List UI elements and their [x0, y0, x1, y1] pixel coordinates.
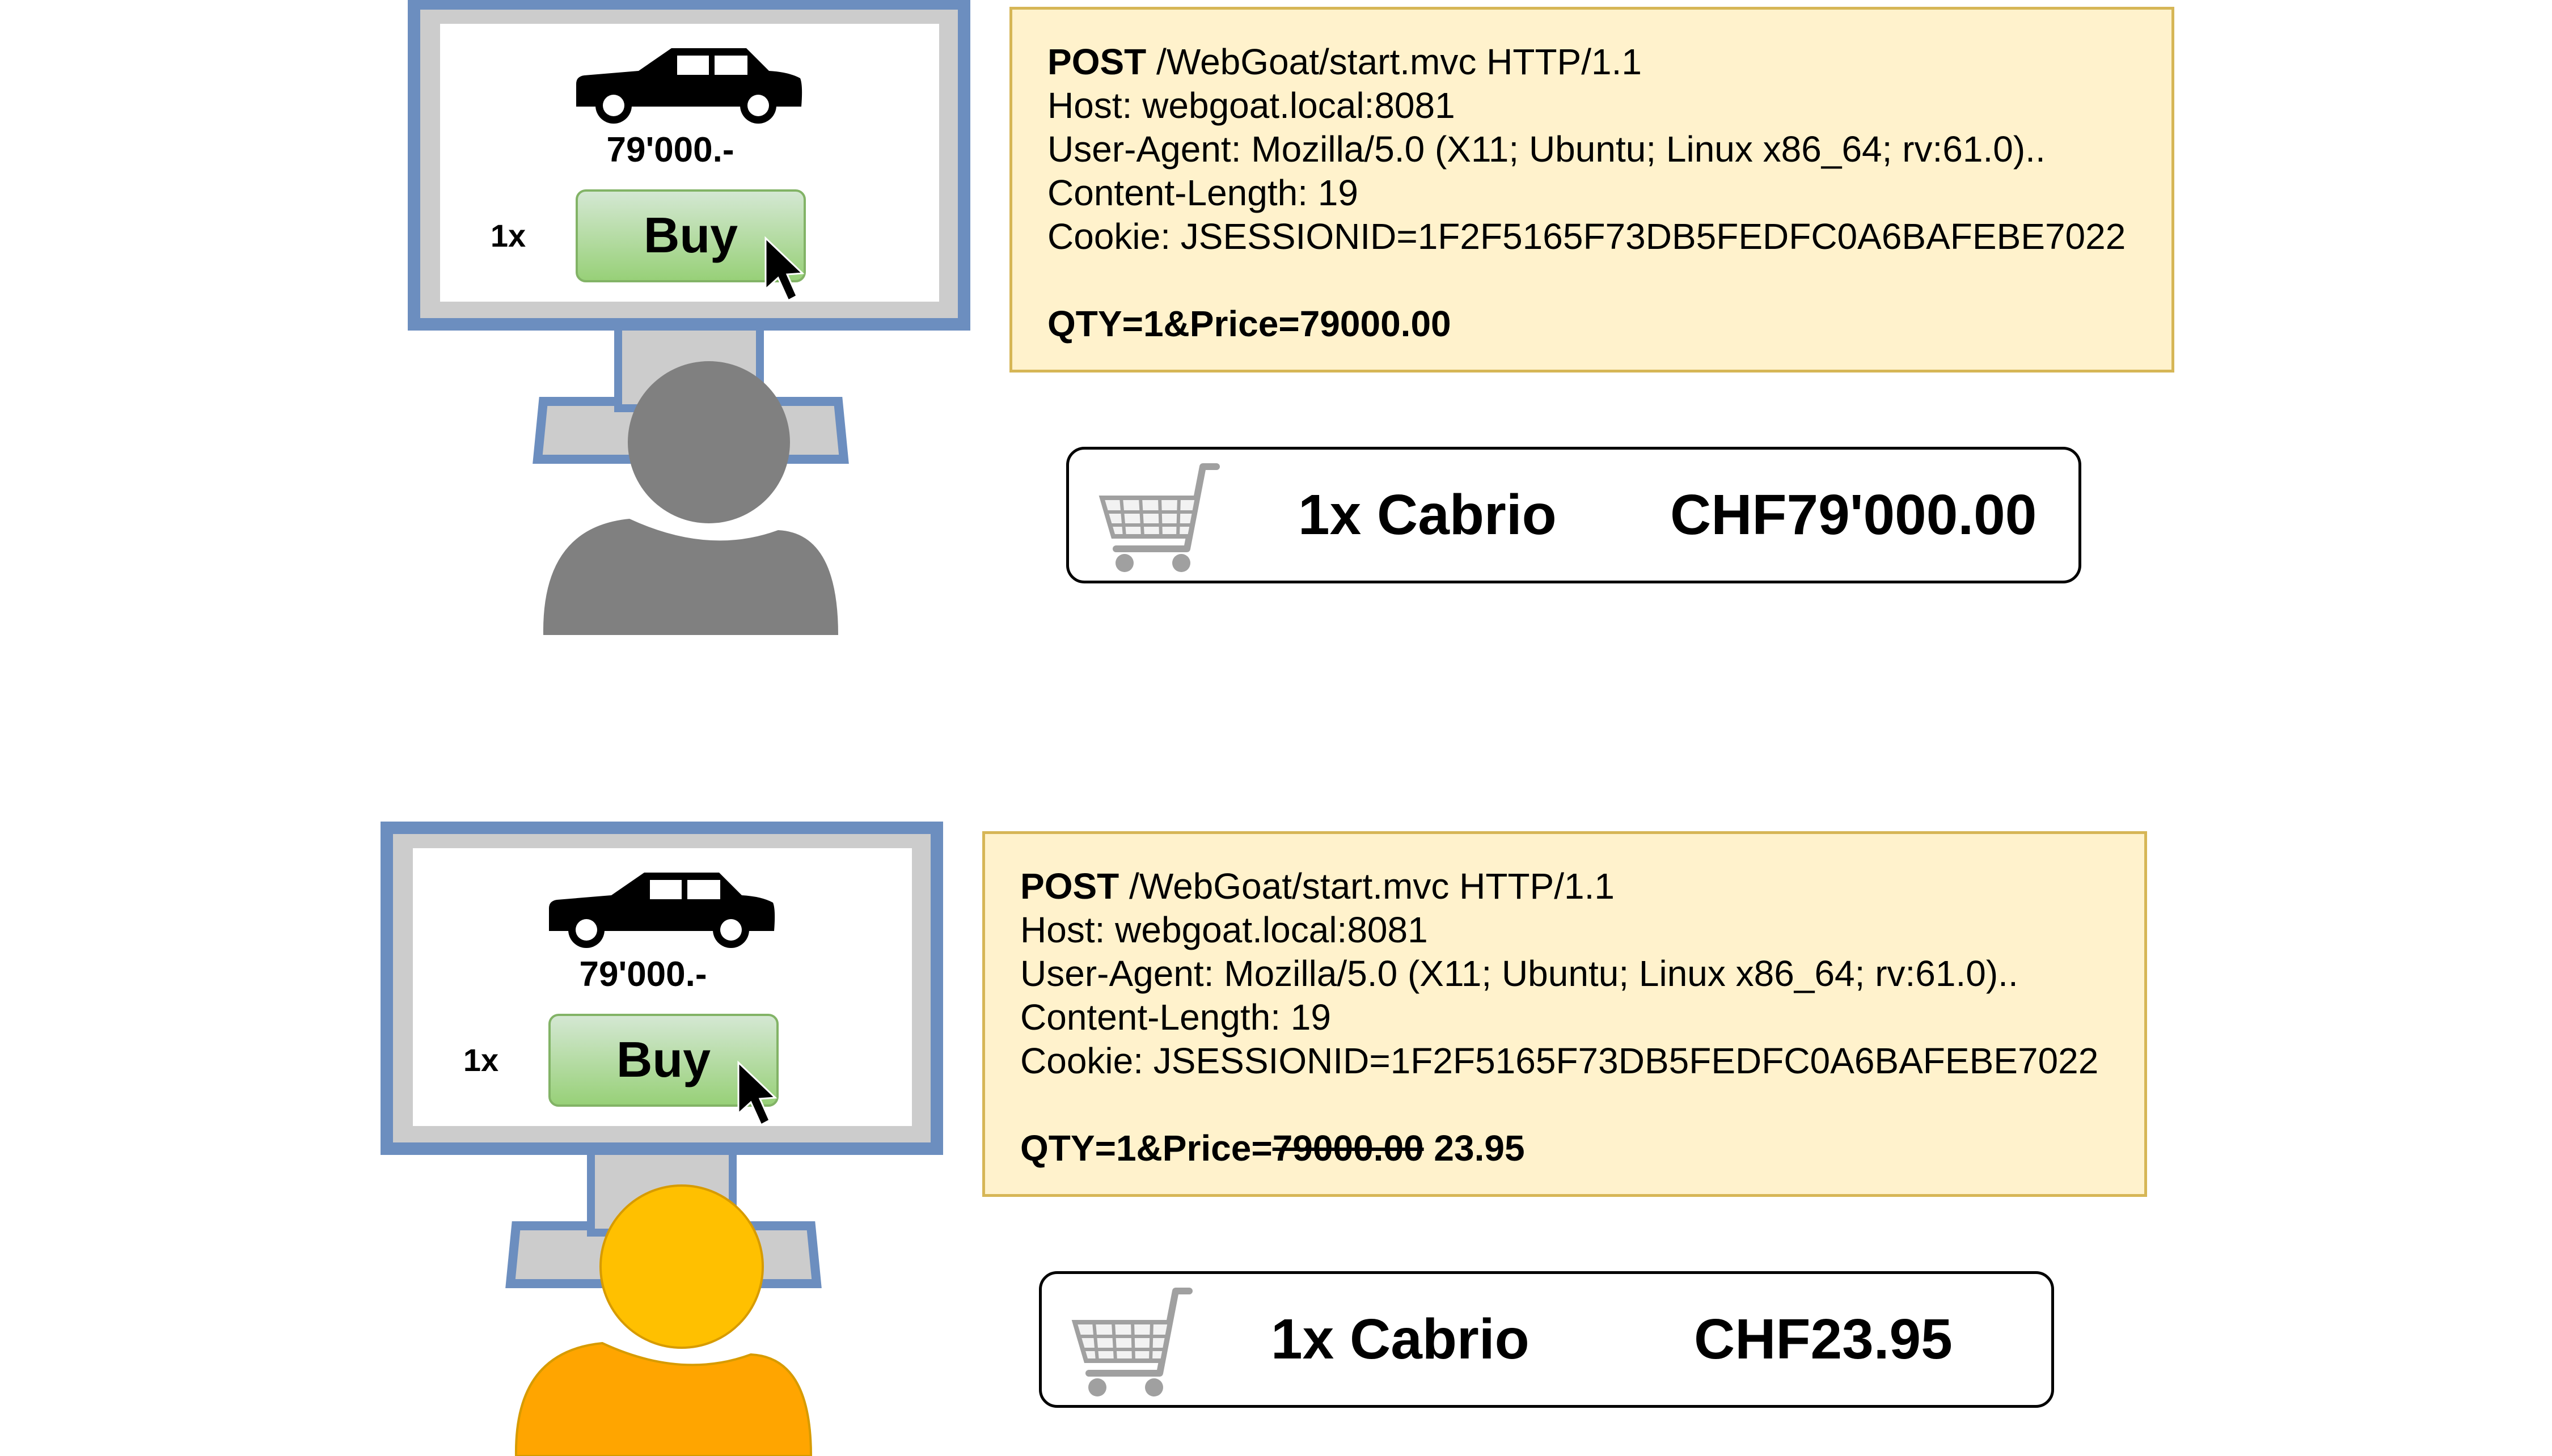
cart-item: 1x Cabrio — [1271, 1307, 1529, 1371]
cart-price: CHF23.95 — [1694, 1307, 1953, 1371]
buy-button[interactable]: Buy — [576, 189, 806, 282]
user-at-monitor: 79'000.- 1x Buy — [408, 0, 970, 635]
user-icon — [514, 1184, 813, 1456]
request-body: QTY=1&Price=79000.00 — [1047, 303, 1451, 344]
http-request: POST /WebGoat/start.mvc HTTP/1.1 Host: w… — [1009, 7, 2174, 373]
cursor-icon — [764, 236, 805, 302]
request-content-length: Content-Length: 19 — [1047, 172, 1358, 213]
car-icon — [576, 48, 802, 124]
user-icon — [543, 361, 838, 635]
cart-summary: 1x Cabrio CHF79'000.00 — [1066, 447, 2081, 583]
scenario-normal: 79'000.- 1x Buy POST /WebGoat/start.mvc … — [408, 0, 2174, 635]
request-method: POST — [1047, 41, 1147, 82]
buy-button-label: Buy — [644, 207, 738, 263]
cart-item: 1x Cabrio — [1298, 483, 1557, 547]
cart-price: CHF79'000.00 — [1670, 483, 2037, 547]
buy-button-label: Buy — [616, 1031, 711, 1087]
request-cookie: Cookie: JSESSIONID=1F2F5165F73DB5FEDFC0A… — [1047, 216, 2126, 257]
request-content-length: Content-Length: 19 — [1020, 997, 1331, 1038]
request-user-agent: User-Agent: Mozilla/5.0 (X11; Ubuntu; Li… — [1047, 129, 2046, 170]
shopping-cart-icon — [1098, 463, 1220, 572]
request-method: POST — [1020, 866, 1119, 907]
request-host: Host: webgoat.local:8081 — [1020, 909, 1428, 950]
http-request-tampered: POST /WebGoat/start.mvc HTTP/1.1 Host: w… — [982, 831, 2147, 1197]
buy-button[interactable]: Buy — [548, 1014, 779, 1107]
request-cookie: Cookie: JSESSIONID=1F2F5165F73DB5FEDFC0A… — [1020, 1040, 2099, 1081]
shopping-cart-icon — [1071, 1288, 1193, 1396]
screen-quantity: 1x — [463, 1042, 498, 1078]
screen-price: 79'000.- — [579, 955, 707, 994]
request-user-agent: User-Agent: Mozilla/5.0 (X11; Ubuntu; Li… — [1020, 953, 2018, 994]
cart-summary: 1x Cabrio CHF23.95 — [1039, 1271, 2054, 1408]
cursor-icon — [737, 1060, 778, 1127]
request-host: Host: webgoat.local:8081 — [1047, 85, 1455, 126]
scenario-tampered: 79'000.- 1x Buy POST /WebGoat/start.mvc … — [0, 728, 2552, 1456]
request-body-prefix: QTY=1&Price= — [1020, 1128, 1273, 1169]
tampered-price: 23.95 — [1423, 1128, 1525, 1169]
car-icon — [549, 873, 775, 948]
request-path: /WebGoat/start.mvc HTTP/1.1 — [1146, 41, 1642, 82]
screen-quantity: 1x — [491, 218, 526, 253]
original-price-struck: 79000.00 — [1272, 1128, 1424, 1169]
request-path: /WebGoat/start.mvc HTTP/1.1 — [1119, 866, 1615, 907]
screen-price: 79'000.- — [606, 130, 734, 170]
attacker-at-monitor: 79'000.- 1x Buy — [381, 822, 943, 1456]
